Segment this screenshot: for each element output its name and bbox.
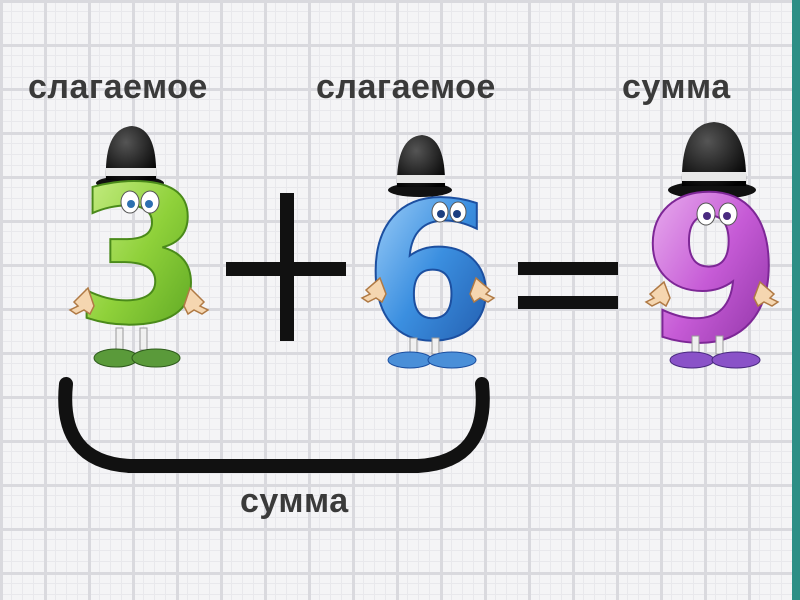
eyes-icon xyxy=(696,202,738,226)
hands-icon xyxy=(360,276,496,304)
digit-three: 3 xyxy=(74,146,206,367)
hands-icon xyxy=(644,280,780,308)
bowler-hat-icon xyxy=(96,126,164,190)
character-nine: 9 xyxy=(641,122,783,389)
legs-icon xyxy=(669,335,761,369)
hands-icon xyxy=(68,286,210,316)
label-addend-first: слагаемое xyxy=(28,68,208,106)
digit-nine: 9 xyxy=(642,155,781,388)
label-addend-second: слагаемое xyxy=(316,68,496,106)
legs-icon xyxy=(387,337,477,369)
label-sum-top: сумма xyxy=(622,68,731,106)
label-sum-bottom: сумма xyxy=(240,482,349,520)
character-three: 3 xyxy=(68,126,210,368)
character-six: 6 xyxy=(360,135,497,384)
sum-brace xyxy=(58,377,490,473)
bowler-hat-icon xyxy=(668,122,756,199)
slide-edge xyxy=(792,0,800,600)
plus-symbol xyxy=(226,193,346,341)
digit-six: 6 xyxy=(364,162,496,383)
equals-symbol xyxy=(518,262,618,309)
eyes-icon xyxy=(120,190,160,214)
legs-icon xyxy=(93,327,181,368)
bowler-hat-icon xyxy=(388,135,452,197)
eyes-icon xyxy=(431,201,467,223)
